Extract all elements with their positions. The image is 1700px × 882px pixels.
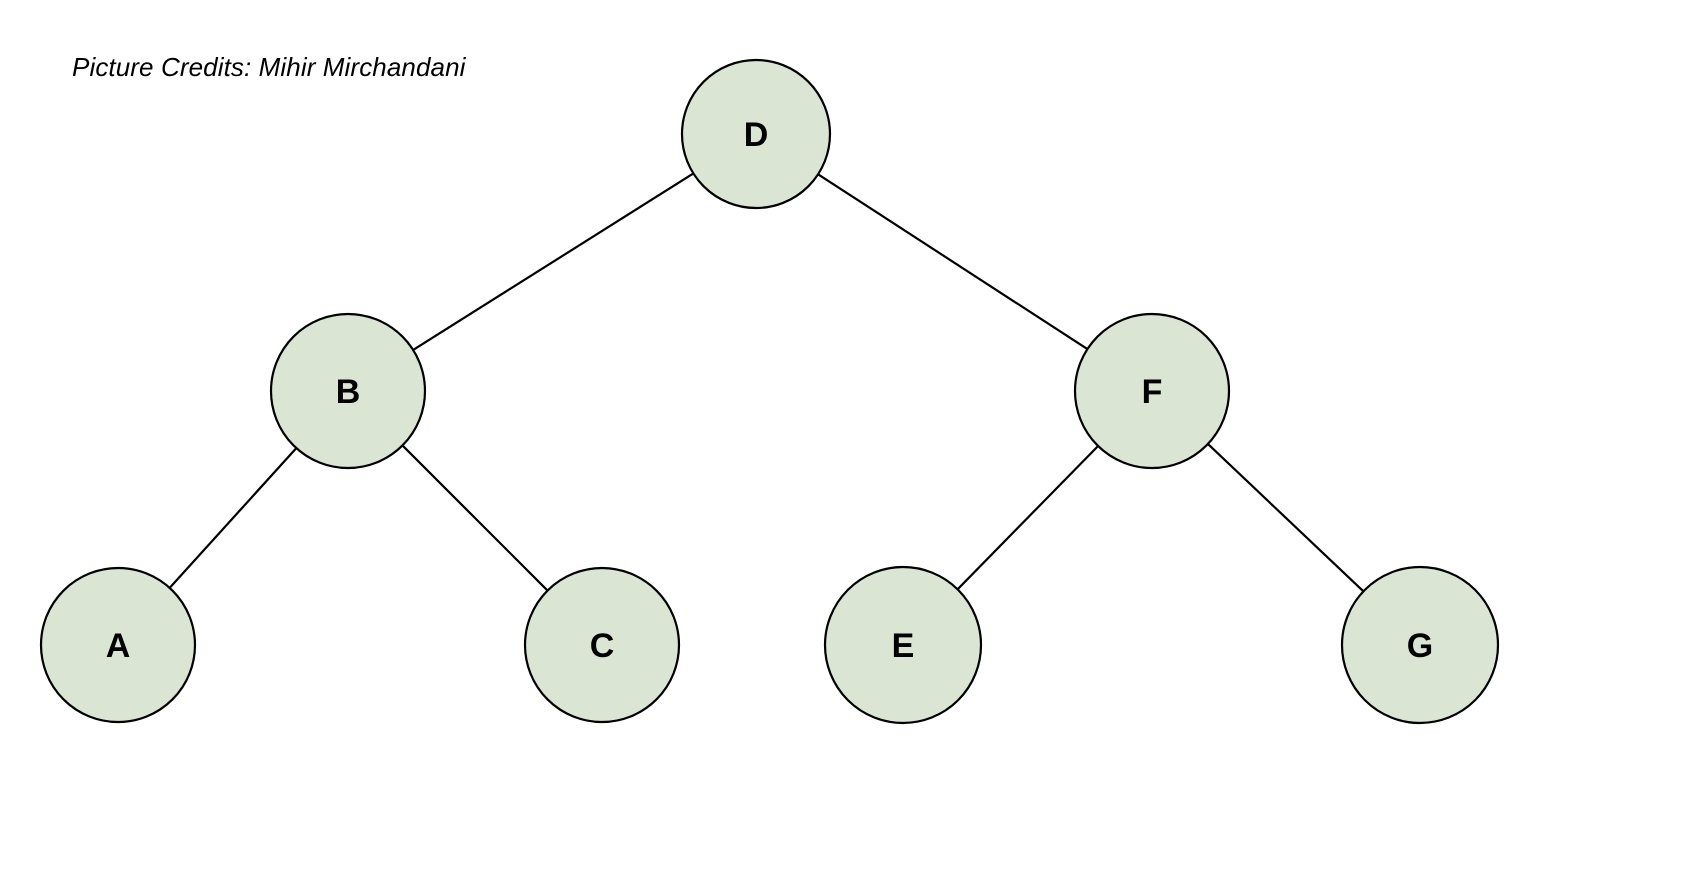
tree-edge-d-f — [816, 173, 1089, 351]
node-label-a: A — [106, 627, 131, 665]
node-label-c: C — [590, 627, 615, 665]
node-label-f: F — [1142, 373, 1163, 411]
node-circle-g[interactable] — [1340, 565, 1500, 725]
tree-edge-b-c — [401, 444, 549, 592]
tree-node-f[interactable]: F — [1073, 312, 1231, 470]
tree-edge-f-g — [1206, 442, 1365, 593]
node-layer: D B F A C E G — [39, 58, 1500, 725]
node-circle-b[interactable] — [269, 312, 427, 470]
tree-edge-d-b — [412, 172, 695, 352]
node-label-b: B — [336, 373, 361, 411]
node-circle-d[interactable] — [680, 58, 832, 210]
tree-edge-b-a — [168, 446, 298, 590]
node-label-g: G — [1407, 627, 1433, 665]
node-circle-c[interactable] — [523, 566, 681, 724]
tree-node-c[interactable]: C — [523, 566, 681, 724]
picture-credits-caption: Picture Credits: Mihir Mirchandani — [72, 52, 466, 82]
node-label-e: E — [892, 627, 915, 665]
tree-node-a[interactable]: A — [39, 566, 197, 724]
tree-node-d[interactable]: D — [680, 58, 832, 210]
tree-node-e[interactable]: E — [823, 565, 983, 725]
tree-node-b[interactable]: B — [269, 312, 427, 470]
node-circle-e[interactable] — [823, 565, 983, 725]
tree-node-g[interactable]: G — [1340, 565, 1500, 725]
node-label-d: D — [744, 116, 769, 154]
node-circle-f[interactable] — [1073, 312, 1231, 470]
tree-edge-f-e — [956, 444, 1100, 591]
node-circle-a[interactable] — [39, 566, 197, 724]
edge-layer — [168, 172, 1365, 593]
